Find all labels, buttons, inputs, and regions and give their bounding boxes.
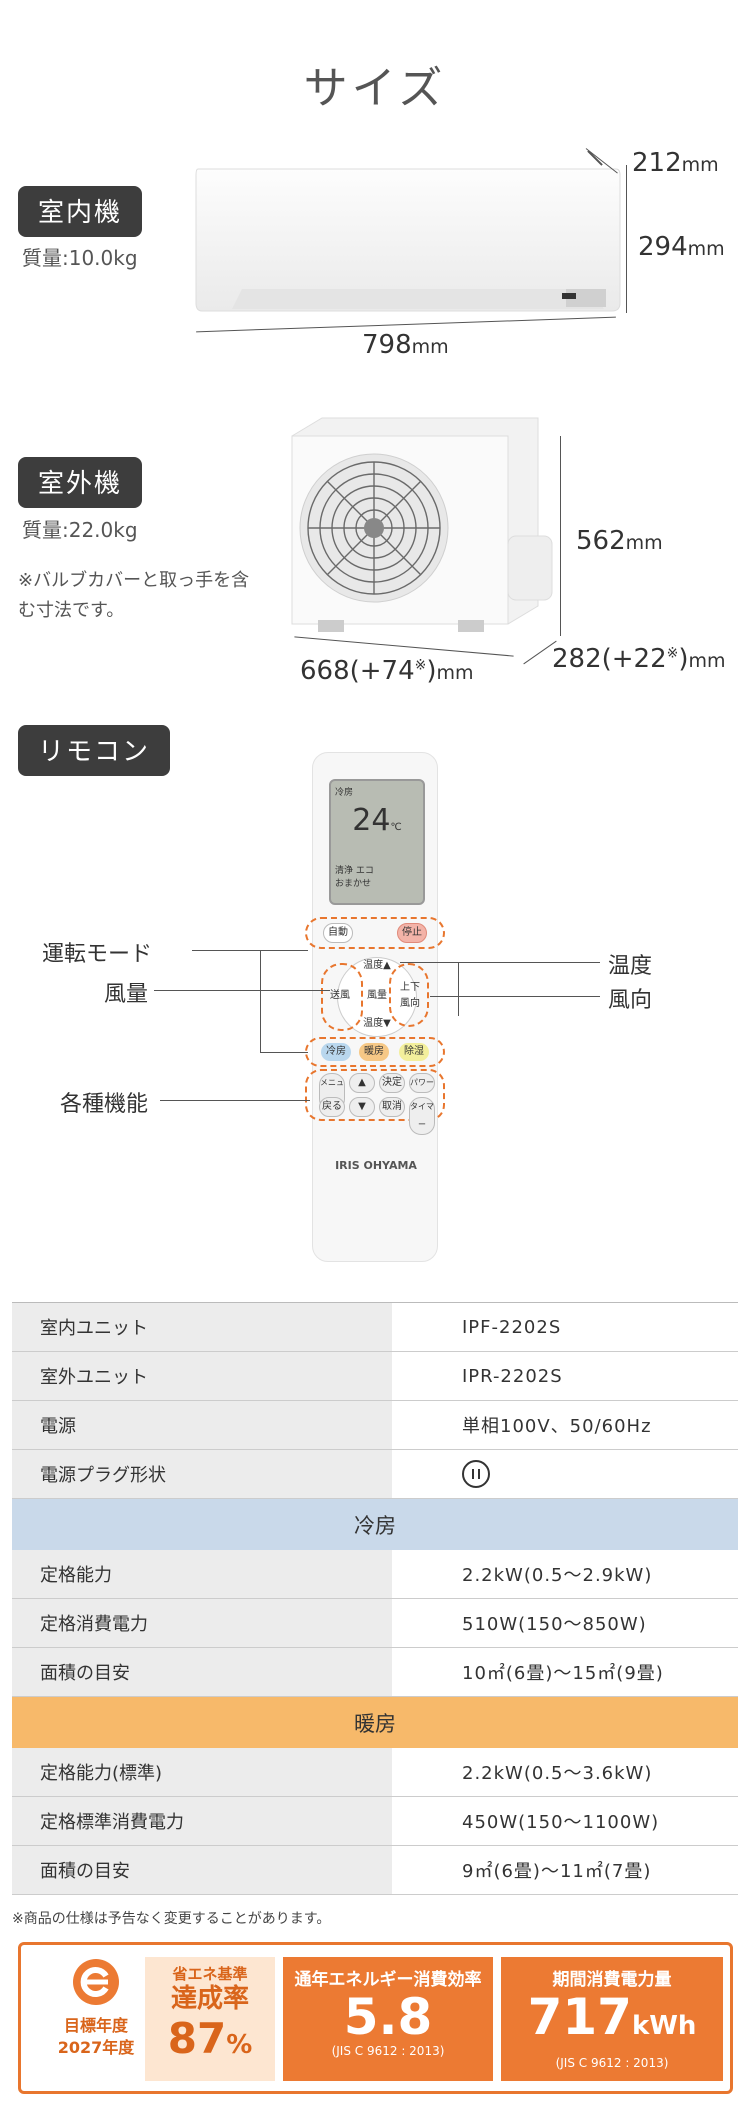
kwh-box: 期間消費電力量 717kWh (JIS C 9612 : 2013): [501, 1957, 723, 2081]
fan-left-button[interactable]: 送風: [330, 990, 350, 1001]
remote-brand: IRIS OHYAMA: [335, 1159, 417, 1172]
display-bottom1: 清浄 エコ: [335, 866, 374, 876]
display-bottom2: おまかせ: [335, 879, 372, 889]
outdoor-depth: 282(+22※)mm: [552, 644, 726, 674]
kwh-value: 717kWh: [527, 1988, 697, 2046]
indoor-height-line: [626, 165, 627, 313]
footnote: ※商品の仕様は予告なく変更することがあります。: [12, 1911, 331, 1927]
outdoor-width: 668(+74※)mm: [300, 656, 474, 686]
mode-line: [192, 950, 308, 951]
outdoor-unit-image: [288, 416, 558, 636]
label-fan: 風量: [104, 982, 149, 1007]
rate-value: 87%: [167, 2014, 253, 2063]
functions-highlight: [305, 1069, 445, 1121]
energy-saving-icon: [73, 1959, 119, 2005]
temp-line: [400, 962, 600, 963]
back-button[interactable]: 戻る: [319, 1097, 345, 1117]
auto-button[interactable]: 自動: [323, 923, 353, 943]
power-button[interactable]: パワー: [409, 1073, 435, 1093]
mode-line-v: [260, 950, 261, 1052]
indoor-height: 294mm: [638, 232, 725, 262]
std-label: 省エネ基準: [172, 1965, 248, 1983]
temp-up-button[interactable]: 温度▲: [363, 960, 391, 971]
indoor-weight: 質量:10.0kg: [22, 246, 138, 270]
indoor-badge: 室内機: [18, 186, 143, 237]
mode-highlight: [305, 917, 445, 949]
functions-line: [160, 1100, 310, 1101]
indoor-width: 798mm: [362, 330, 449, 360]
dry-button[interactable]: 除湿: [399, 1043, 429, 1061]
fan-highlight: [321, 963, 363, 1031]
remote-control-image: 冷房 24℃ 清浄 エコ おまかせ 自動 停止 温度▲ 温度▼ 送風 風量 上下…: [305, 752, 445, 1262]
outdoor-weight: 質量:22.0kg: [22, 518, 138, 542]
plug-icon: [462, 1460, 490, 1488]
display-temp: 24℃: [352, 803, 402, 838]
up-button[interactable]: ▲: [349, 1073, 375, 1093]
dir-highlight: [389, 963, 429, 1027]
dir-button-a[interactable]: 上下: [400, 982, 420, 993]
achievement-box: 省エネ基準 達成率 87%: [145, 1957, 275, 2081]
apf-box: 通年エネルギー消費効率 5.8 (JIS C 9612 : 2013): [283, 1957, 493, 2081]
section-heat: 暖房: [12, 1697, 738, 1748]
dir-button-b[interactable]: 風向: [400, 998, 420, 1009]
rate-label: 達成率: [170, 1984, 249, 2014]
section-cool: 冷房: [12, 1499, 738, 1550]
stop-button[interactable]: 停止: [397, 923, 427, 943]
indoor-unit-image: [192, 163, 622, 315]
table-row: 電源単相100V、50/60Hz: [12, 1401, 738, 1450]
temp-down-button[interactable]: 温度▼: [363, 1018, 391, 1029]
apf-value: 5.8: [343, 1988, 433, 2046]
down-button[interactable]: ▼: [349, 1097, 375, 1117]
table-row: 電源プラグ形状: [12, 1450, 738, 1499]
ok-button[interactable]: 決定: [379, 1073, 405, 1093]
label-functions: 各種機能: [60, 1092, 149, 1117]
page-title: サイズ: [303, 63, 447, 114]
cancel-button[interactable]: 取消: [379, 1097, 405, 1117]
remote-badge: リモコン: [18, 725, 171, 776]
remote-display: 冷房 24℃ 清浄 エコ おまかせ: [329, 779, 425, 905]
display-mode: 冷房: [335, 788, 354, 798]
label-temp: 温度: [608, 954, 653, 979]
indoor-depth: 212mm: [632, 148, 719, 178]
label-mode: 運転モード: [42, 942, 153, 967]
fan-button[interactable]: 風量: [367, 990, 387, 1001]
temp-line-v: [458, 962, 459, 1016]
mode-line-h2: [260, 1052, 308, 1053]
outdoor-height: 562mm: [576, 526, 663, 556]
dir-line: [430, 996, 600, 997]
cool-button[interactable]: 冷房: [321, 1043, 351, 1061]
label-dir: 風向: [608, 988, 653, 1013]
timer-button[interactable]: タイマー: [409, 1097, 435, 1135]
table-row: 定格能力(標準)2.2kW(0.5〜3.6kW): [12, 1748, 738, 1797]
outdoor-width-line: [294, 636, 514, 657]
heat-button[interactable]: 暖房: [359, 1043, 389, 1061]
fan-line: [154, 990, 330, 991]
outdoor-height-line: [560, 436, 561, 636]
outdoor-badge: 室外機: [18, 457, 143, 508]
outdoor-note: ※バルブカバーと取っ手を含む寸法です。: [18, 570, 250, 621]
